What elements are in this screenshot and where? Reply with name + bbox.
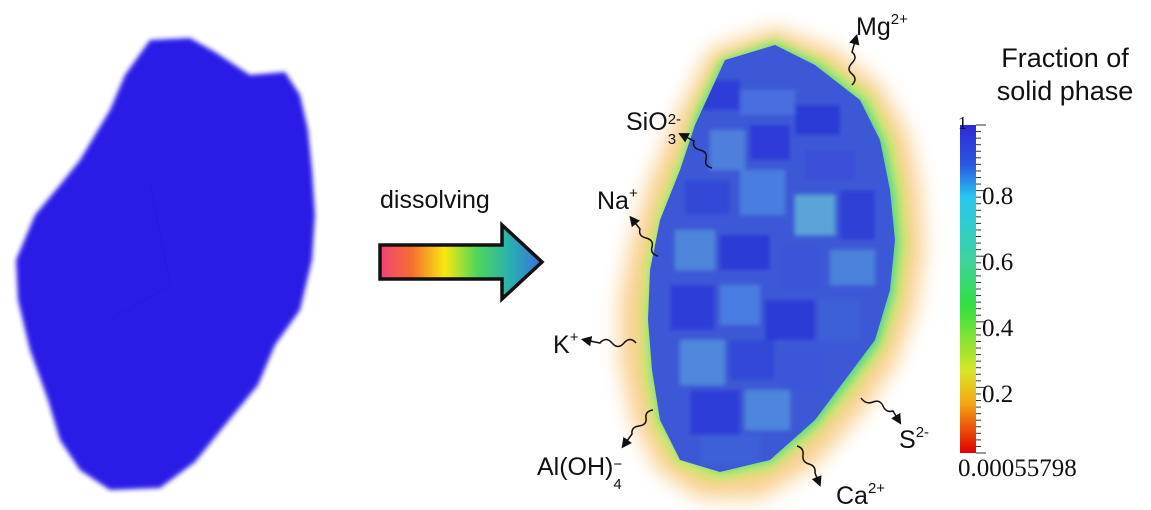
ion-ca: Ca2+ [836,481,885,509]
colorbar-tick-0.6: 0.6 [982,249,1014,276]
colorbar-gradient [960,125,976,453]
ion-mg-base: Mg [856,13,891,41]
sio3-release-arrow [678,133,713,169]
dissolving-label: dissolving [380,186,490,214]
al-release-arrow [621,409,654,449]
ion-sio3-base: SiO [626,108,668,136]
dissolving-arrow [378,220,545,304]
dissolving-particle-graphic [620,28,924,498]
ion-k-base: K [553,331,570,359]
colorbar-tick-1: 1 [958,113,967,133]
ion-mg-charge: 2+ [890,11,908,28]
na-release-arrow [629,215,659,257]
ca-release-arrow [796,445,822,487]
ion-na-charge: + [628,185,638,202]
colorbar-title-line1: Fraction of [1001,43,1129,73]
colorbar-tick-min: 0.00055798 [958,455,1077,482]
ion-s-base: S [899,426,916,454]
ion-k-charge: + [569,329,579,346]
ion-ca-charge: 2+ [867,480,886,497]
ion-al-sub: 4 [613,476,622,493]
ion-s-charge: 2- [915,424,930,441]
ion-ca-base: Ca [836,482,868,510]
ion-na: Na+ [597,186,638,214]
colorbar-title: Fraction of solid phase [980,42,1150,108]
ion-s: S2- [899,425,929,453]
colorbar-title-line2: solid phase [996,76,1134,106]
ion-k: K+ [553,330,578,358]
ion-al-base: Al(OH) [537,453,614,481]
s-release-arrow [860,397,902,425]
colorbar-tick-0.8: 0.8 [982,183,1014,210]
ion-sio3-charge: 2- [667,111,682,128]
colorbar-tick-0.4: 0.4 [982,315,1014,342]
mg-release-arrow [848,33,860,86]
colorbar-tick-0.2: 0.2 [982,381,1014,408]
ion-al-charge: − [613,456,623,473]
ion-sio3-sub: 3 [667,131,677,148]
colorbar [960,124,986,454]
ion-mg: Mg2+ [856,12,908,40]
ion-al: Al(OH)− 4 [537,453,639,493]
ion-na-base: Na [597,187,629,215]
k-release-arrow [580,336,637,348]
initial-particle-graphic [16,38,315,490]
